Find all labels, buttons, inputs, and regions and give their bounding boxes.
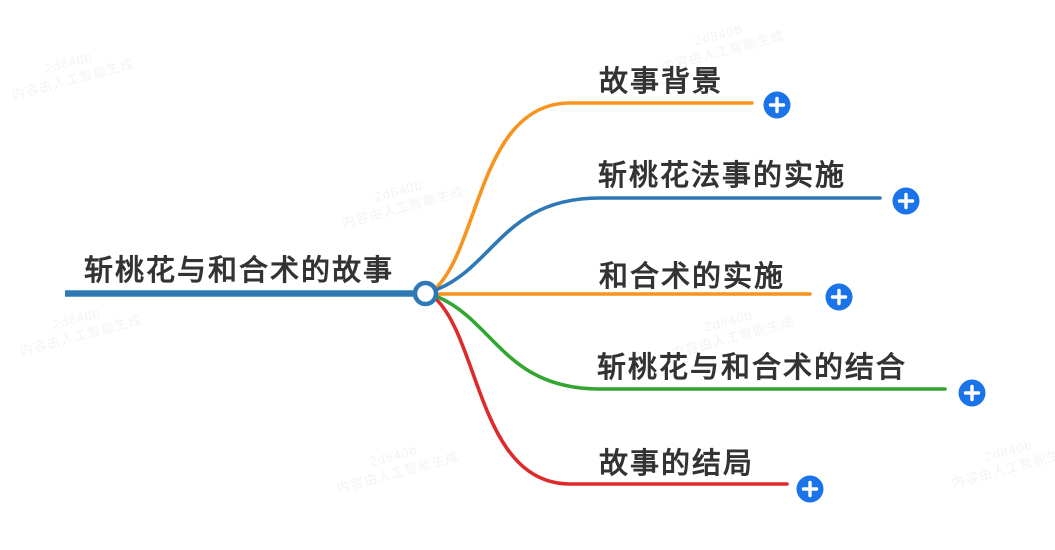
add-child-button-4[interactable]: [958, 379, 986, 407]
plus-icon: [897, 192, 915, 210]
branch-line-2: [436, 196, 882, 291]
branch-line-5: [434, 297, 789, 486]
branch-node-label-1[interactable]: 故事背景: [599, 66, 724, 98]
root-collapse-handle[interactable]: [412, 280, 439, 307]
add-child-button-5[interactable]: [796, 475, 824, 503]
branch-line-1: [434, 101, 754, 290]
plus-icon: [801, 480, 819, 498]
branch-node-label-5[interactable]: 故事的结局: [599, 448, 755, 480]
root-node-label[interactable]: 斩桃花与和合术的故事: [84, 255, 395, 287]
add-child-button-1[interactable]: [763, 91, 791, 119]
branch-node-label-2[interactable]: 斩桃花法事的实施: [598, 160, 847, 192]
branch-node-label-3[interactable]: 和合术的实施: [599, 261, 786, 293]
branch-node-label-4[interactable]: 斩桃花与和合术的结合: [597, 352, 908, 384]
plus-icon: [963, 384, 981, 402]
add-child-button-3[interactable]: [825, 283, 853, 311]
plus-icon: [768, 96, 786, 114]
plus-icon: [830, 288, 848, 306]
add-child-button-2[interactable]: [892, 187, 920, 215]
branch-line-4: [436, 295, 947, 391]
